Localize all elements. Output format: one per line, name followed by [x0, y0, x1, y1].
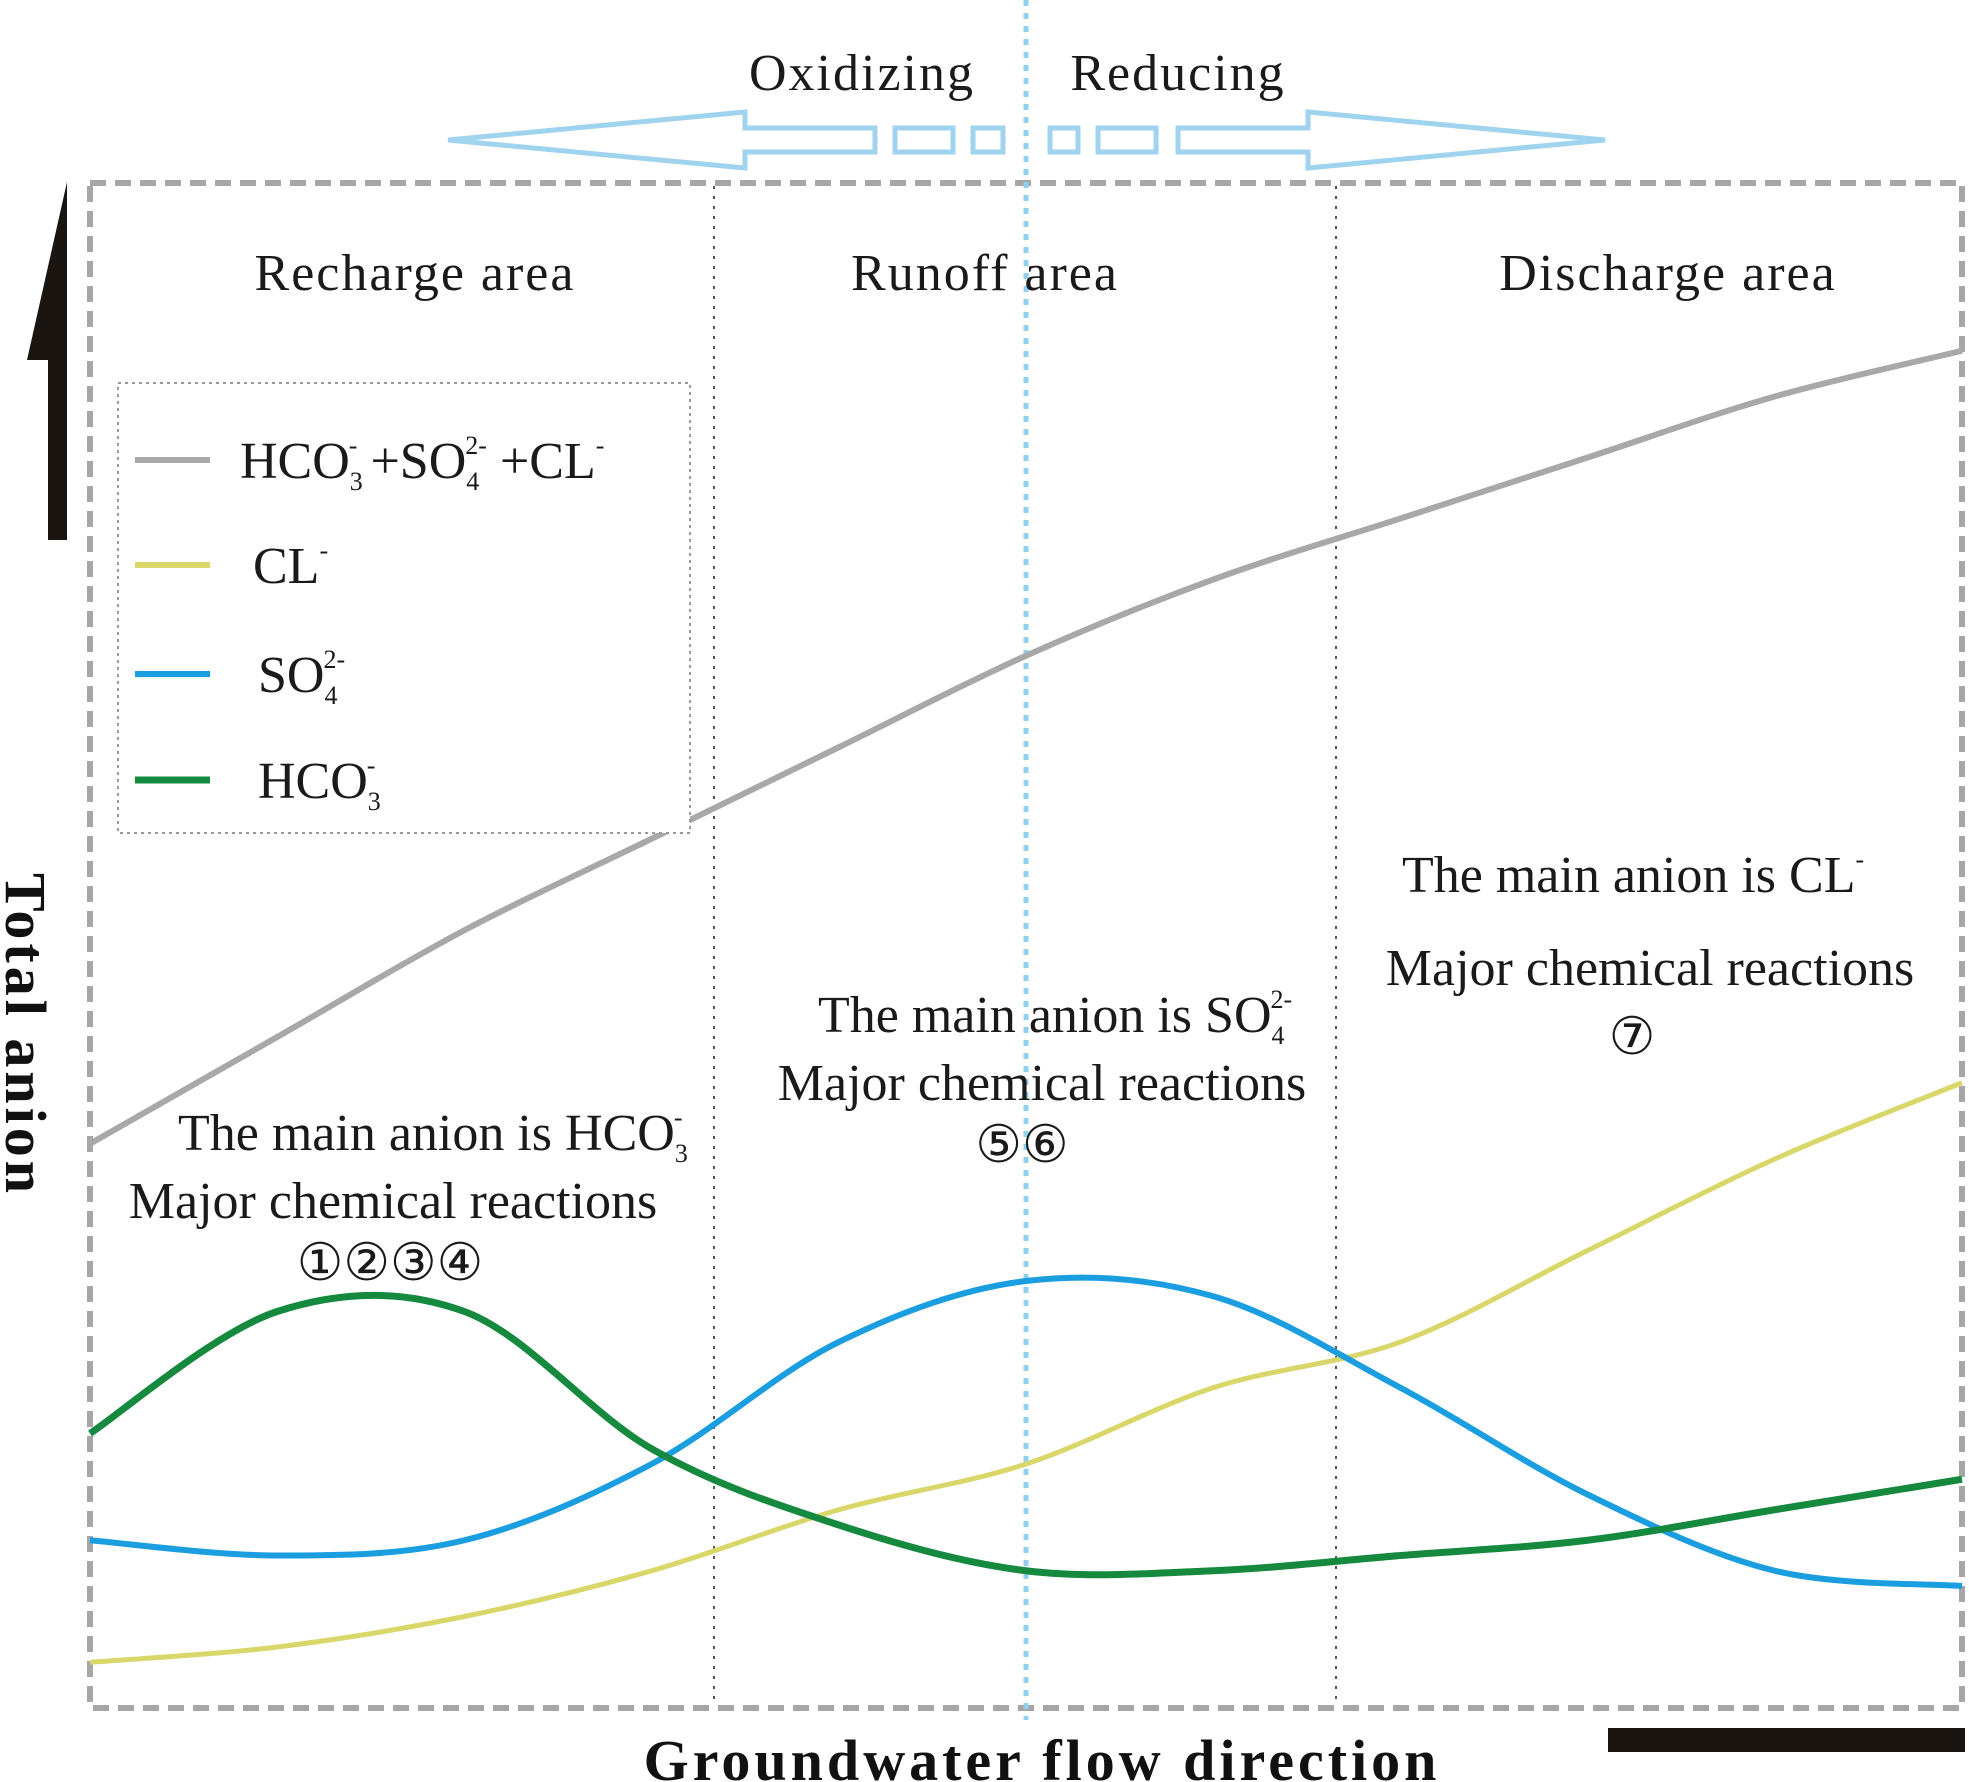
legend-label-hco3: HCO3- — [258, 751, 381, 816]
reducing-arrow — [1175, 109, 1606, 171]
legend-box — [117, 382, 691, 834]
redox-dash-1 — [892, 125, 956, 155]
discharge-area-label: Discharge area — [1499, 245, 1836, 302]
curve-so4 — [89, 1274, 1963, 1589]
discharge-reaction-numbers: ⑦ — [1609, 1009, 1656, 1066]
runoff-reactions-label: Major chemical reactions — [778, 1055, 1306, 1112]
redox-dash-2 — [970, 125, 1006, 155]
runoff-main-anion: The main anion is SO42- — [818, 985, 1292, 1050]
redox-dash-3 — [1047, 125, 1081, 155]
runoff-area-label: Runoff area — [851, 245, 1119, 302]
legend-label-so4: SO42- — [258, 645, 345, 710]
annotation-discharge: The main anion is CL- Major chemical rea… — [1386, 845, 1914, 1066]
redox-arrow-group — [447, 109, 1606, 171]
x-axis-arrowhead — [1608, 1728, 1965, 1752]
curves — [88, 347, 1963, 1665]
recharge-area-label: Recharge area — [255, 245, 576, 302]
runoff-reaction-numbers: ⑤⑥ — [975, 1117, 1068, 1174]
recharge-reaction-numbers: ①②③④ — [297, 1235, 483, 1292]
legend: HCO3- +SO42- +CL- CL- SO42- HCO3- — [117, 382, 691, 834]
recharge-main-anion: The main anion is HCO3- — [178, 1103, 688, 1168]
oxidizing-label: Oxidizing — [749, 45, 975, 102]
reducing-label: Reducing — [1070, 45, 1285, 102]
annotation-recharge: The main anion is HCO3- Major chemical r… — [129, 1103, 688, 1292]
x-axis-title: Groundwater flow direction — [644, 1728, 1441, 1782]
y-axis-title: Total anion — [0, 873, 58, 1197]
oxidizing-arrow — [447, 109, 878, 171]
discharge-main-anion: The main anion is CL- — [1402, 845, 1864, 904]
curve-cl — [89, 1080, 1963, 1665]
curve-hco3 — [88, 1291, 1963, 1579]
curve-total-anion — [88, 347, 1963, 1147]
annotation-runoff: The main anion is SO42- Major chemical r… — [778, 985, 1306, 1174]
discharge-reactions-label: Major chemical reactions — [1386, 940, 1914, 997]
y-axis-arrow — [27, 182, 67, 540]
redox-dash-4 — [1095, 125, 1159, 155]
recharge-reactions-label: Major chemical reactions — [129, 1173, 657, 1230]
legend-label-cl: CL- — [253, 536, 328, 595]
legend-label-total: HCO3- +SO42- +CL- — [240, 431, 604, 496]
